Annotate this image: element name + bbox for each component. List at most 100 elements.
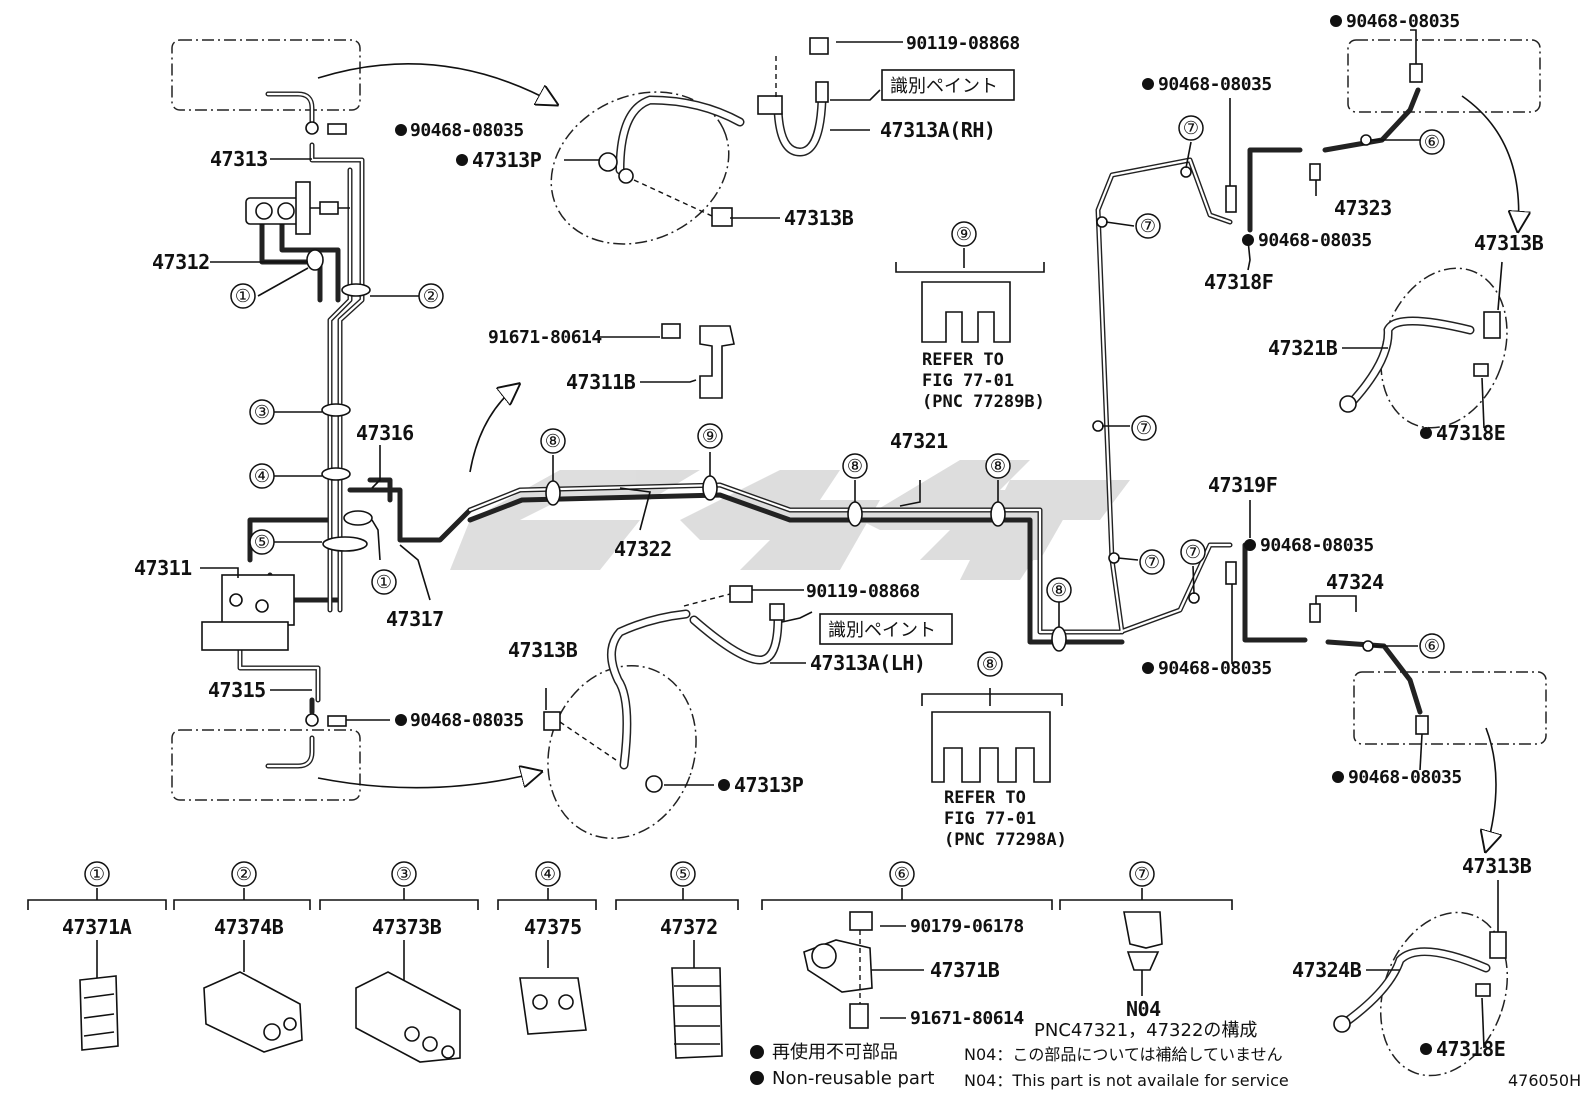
paint-label-box-top: [881, 69, 1015, 101]
label-47313A-RH: 47313A(RH): [880, 118, 995, 142]
legend-num-1: ①: [89, 864, 105, 885]
label-47317: 47317: [386, 607, 444, 631]
clip-90468-tl: [327, 123, 347, 135]
pnc-note: PNC47321，47322の構成: [1034, 1020, 1257, 1041]
callout-numbers: ① ② ③ ④ ⑤ ① ⑧ ⑨ ⑧ ⑧ ⑧ ⑨ ⑧ ⑦ ⑦ ⑦ ⑦ ⑦ ⑥ ⑥ …: [89, 118, 1440, 885]
callout-7-e: ⑦: [1185, 542, 1201, 563]
svg-text:FIG 77-01: FIG 77-01: [944, 809, 1036, 829]
bullet-90468-r1: [1142, 78, 1154, 90]
label-90119-mid: 90119-08868: [806, 581, 920, 602]
label-47318E-r2: 47318E: [1436, 1037, 1505, 1061]
legend-label-47371B: 47371B: [930, 958, 1000, 982]
clip-right-3: [1409, 63, 1423, 83]
refer-note-8: REFER TO FIG 77-01 (PNC 77298A): [944, 788, 1067, 850]
clip-90468-bl: [327, 715, 347, 727]
callout-8-c: ⑧: [990, 456, 1006, 477]
wheel-area-box-rr: [1353, 671, 1547, 745]
callout-7-b: ⑦: [1140, 216, 1156, 237]
label-47311B: 47311B: [566, 370, 636, 394]
label-47316: 47316: [356, 421, 414, 445]
label-47318F: 47318F: [1204, 270, 1273, 294]
bullet-90468-tl: [395, 124, 407, 136]
fitting-rl: [305, 713, 319, 727]
bullet-47318E-r2: [1420, 1043, 1432, 1055]
legend-bullet-jp: [750, 1045, 764, 1059]
label-47324: 47324: [1326, 570, 1384, 594]
clamp-8-drawing: [931, 711, 1051, 783]
bullet-47318E-r1: [1420, 427, 1432, 439]
pipe-rl: [265, 735, 315, 769]
callout-6-a: ⑥: [1424, 132, 1440, 153]
bullet-90468-r2: [1330, 15, 1342, 27]
clip-right-1: [1225, 185, 1237, 213]
legend-part-47373B: [355, 971, 461, 1063]
hose-group-ellipse-top: [550, 91, 730, 245]
label-47313P-bot: 47313P: [734, 773, 804, 797]
callout-7-d: ⑦: [1144, 552, 1160, 573]
flow-arrow-bottom: [317, 772, 540, 789]
label-47313B-top: 47313B: [784, 206, 854, 230]
legend-num-5: ⑤: [675, 864, 691, 885]
legend-num-2: ②: [236, 864, 252, 885]
callout-8-d: ⑧: [1051, 580, 1067, 601]
clip-right-5: [1309, 603, 1321, 623]
grommets: [306, 134, 1374, 652]
legend-label-90179: 90179-06178: [910, 916, 1024, 937]
legend-nonreusable-en: Non-reusable part: [772, 1068, 934, 1089]
label-90468-bl: 90468-08035: [410, 710, 524, 731]
label-47324B: 47324B: [1292, 958, 1362, 982]
flow-arrow-right-top: [1461, 95, 1519, 230]
paint-label-box-bottom: [819, 613, 953, 645]
label-47322: 47322: [614, 537, 672, 561]
bullet-47313P-bot: [718, 779, 730, 791]
svg-text:FIG 77-01: FIG 77-01: [922, 371, 1014, 391]
label-47311: 47311: [134, 556, 192, 580]
leader-lines: [200, 29, 1503, 1049]
callout-7-a: ⑦: [1183, 118, 1199, 139]
svg-text:(PNC 77298A): (PNC 77298A): [944, 830, 1067, 850]
callout-5-a: ⑤: [254, 532, 270, 553]
callout-2-a: ②: [423, 286, 439, 307]
legend-part-47371B: [803, 911, 873, 1029]
legend-label-91671: 91671-80614: [910, 1008, 1024, 1029]
label-47313A-LH: 47313A(LH): [810, 651, 925, 675]
legend-label-47371A: 47371A: [62, 915, 132, 939]
label-47321B: 47321B: [1268, 336, 1338, 360]
label-90468-r6: 90468-08035: [1348, 767, 1462, 788]
legend-num-4: ④: [540, 864, 556, 885]
flex-hose-bottom: [543, 585, 785, 793]
legend-brackets: [27, 888, 1233, 1019]
label-47318E-r1: 47318E: [1436, 421, 1505, 445]
legend-labels: 47371A 47374B 47373B 47375 47372 90179-0…: [62, 915, 1162, 1029]
legend-label-47372: 47372: [660, 915, 718, 939]
pipe-fl: [265, 91, 315, 125]
label-47319F: 47319F: [1208, 473, 1277, 497]
note-n04-jp: N04：この部品については補給していません: [964, 1045, 1283, 1064]
bullet-90468-r5: [1142, 662, 1154, 674]
callout-9-b: ⑨: [956, 224, 972, 245]
bracket-47311B: [661, 323, 735, 399]
label-90468-r2: 90468-08035: [1346, 11, 1460, 32]
label-47321: 47321: [890, 429, 948, 453]
callout-8-e: ⑧: [982, 654, 998, 675]
bullet-90468-r4: [1244, 539, 1256, 551]
callout-6-b: ⑥: [1424, 636, 1440, 657]
flow-arrow-top: [317, 63, 556, 104]
legend-part-47371A: [79, 975, 119, 1051]
legend-part-47375: [519, 977, 587, 1035]
legend-num-3: ③: [396, 864, 412, 885]
label-90468-tl: 90468-08035: [410, 120, 524, 141]
legend-num-6: ⑥: [894, 864, 910, 885]
callout-7-c: ⑦: [1136, 418, 1152, 439]
bullet-90468-r3: [1242, 234, 1254, 246]
part-labels: 90119-08868 47313A(RH) 90468-08035 47313…: [134, 11, 1544, 1061]
label-47323: 47323: [1334, 196, 1392, 220]
callout-8-a: ⑧: [545, 431, 561, 452]
label-47315: 47315: [208, 678, 266, 702]
bullet-90468-r6: [1332, 771, 1344, 783]
hose-group-ellipse-r2: [1379, 911, 1509, 1077]
flow-arrow-mid: [469, 385, 518, 473]
master-cylinder-block: [245, 181, 350, 235]
